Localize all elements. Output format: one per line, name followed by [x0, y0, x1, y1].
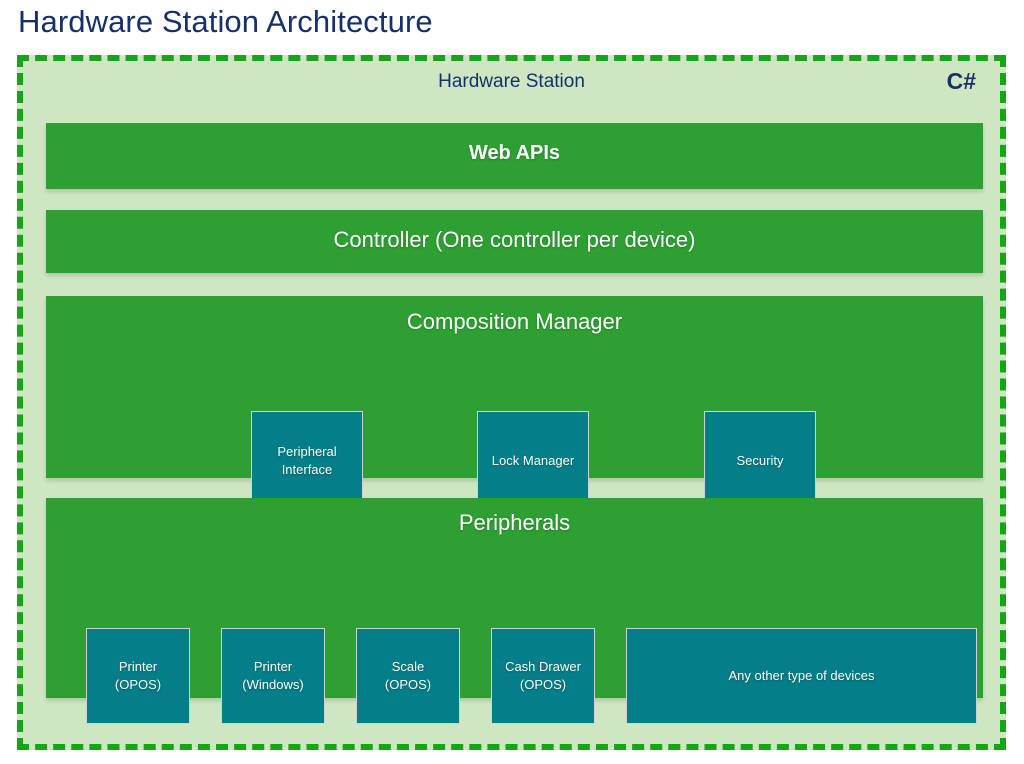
- layer-composition-manager-title: Composition Manager: [406, 309, 623, 334]
- component-printer-windows: Printer (Windows): [221, 628, 325, 724]
- component-peripheral-interface: Peripheral Interface: [251, 411, 363, 511]
- layer-controller: Controller (One controller per device): [46, 210, 983, 273]
- component-lock-manager: Lock Manager: [477, 411, 589, 511]
- language-badge: C#: [946, 68, 976, 94]
- layer-peripherals-title: Peripherals: [458, 510, 571, 535]
- component-label-line1: Printer: [118, 659, 158, 675]
- layer-web-apis: Web APIs: [46, 123, 983, 189]
- layer-peripherals: Peripherals Printer (OPOS) Printer (Wind…: [46, 498, 983, 724]
- component-cash-drawer-opos: Cash Drawer (OPOS): [491, 628, 595, 724]
- component-label-line1: Printer: [253, 659, 293, 675]
- component-security: Security: [704, 411, 816, 511]
- layer-web-apis-title: Web APIs: [468, 142, 561, 164]
- component-label-line2: Interface: [281, 462, 333, 477]
- container-title: Hardware Station: [438, 71, 585, 92]
- component-label-line2: (Windows): [242, 677, 304, 692]
- component-label-line2: (OPOS): [519, 677, 567, 692]
- component-printer-opos: Printer (OPOS): [86, 628, 190, 724]
- component-label-line1: Security: [736, 453, 784, 469]
- page-title: Hardware Station Architecture: [18, 4, 433, 39]
- component-label-line1: Peripheral: [277, 444, 337, 460]
- hardware-station-container: Hardware Station C# Web APIs Controller …: [17, 55, 1006, 750]
- component-label-line2: (OPOS): [384, 677, 432, 692]
- component-label-line1: Lock Manager: [491, 453, 575, 469]
- component-other-devices: Any other type of devices: [626, 628, 977, 724]
- component-label-line1: Cash Drawer: [505, 659, 581, 675]
- component-label-line2: (OPOS): [114, 677, 162, 692]
- component-scale-opos: Scale (OPOS): [356, 628, 460, 724]
- container-header: Hardware Station C#: [23, 68, 1000, 105]
- layer-controller-title: Controller (One controller per device): [333, 227, 696, 252]
- component-label-line1: Any other type of devices: [728, 668, 875, 684]
- component-label-line1: Scale: [391, 659, 425, 675]
- layer-composition-manager: Composition Manager Peripheral Interface…: [46, 296, 983, 511]
